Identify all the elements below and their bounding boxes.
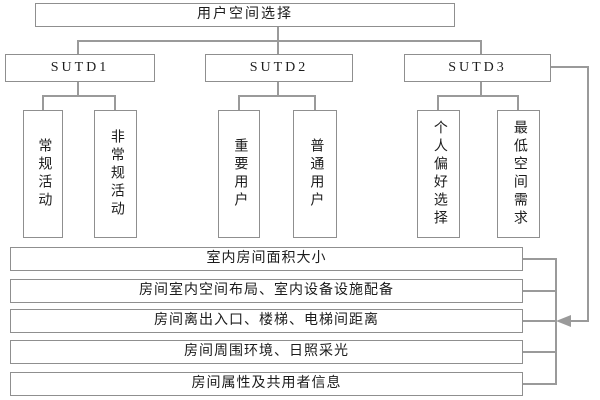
connector-drop-sutd3	[480, 40, 482, 54]
connector-sutd2-bar	[238, 95, 316, 97]
connector-sutd1-bar	[42, 95, 116, 97]
node-irregular-activities: 非常规活动	[94, 110, 137, 238]
connector-sutd3-out	[551, 66, 589, 68]
node-ordinary-users: 普通用户	[293, 110, 337, 238]
connector-sutd1-drop-left	[42, 95, 44, 111]
connector-top-bar	[77, 40, 482, 42]
connector-feedback-horizontal	[571, 320, 588, 322]
node-criteria-room-area: 室内房间面积大小	[10, 247, 523, 271]
arrowhead-left-icon	[556, 315, 571, 327]
node-criteria-layout-facilities: 房间室内空间布局、室内设备设施配备	[10, 279, 523, 303]
node-criteria-distance: 房间离出入口、楼梯、电梯间距离	[10, 309, 523, 333]
node-criteria-environment-daylight: 房间周围环境、日照采光	[10, 340, 523, 364]
node-important-users: 重要用户	[218, 110, 260, 238]
node-sutd1: SUTD1	[5, 54, 155, 82]
connector-criteria1	[523, 258, 557, 260]
node-personal-preference: 个人偏好选择	[417, 110, 460, 238]
connector-criteria4	[523, 351, 557, 353]
connector-sutd3-drop-right	[517, 95, 519, 111]
connector-sutd3-bar	[437, 95, 519, 97]
node-root: 用户空间选择	[35, 3, 455, 27]
connector-sutd2-drop-left	[238, 95, 240, 111]
connector-feedback-vertical	[587, 66, 589, 322]
connector-criteria5	[523, 383, 557, 385]
node-sutd2: SUTD2	[205, 54, 353, 82]
connector-sutd3-stem	[480, 82, 482, 97]
node-sutd3: SUTD3	[404, 54, 551, 82]
node-minimum-space: 最低空间需求	[497, 110, 540, 238]
node-regular-activities: 常规活动	[23, 110, 63, 238]
node-criteria-attributes-cousers: 房间属性及共用者信息	[10, 372, 523, 396]
connector-criteria3	[523, 320, 557, 322]
connector-sutd3-drop-left	[437, 95, 439, 111]
connector-sutd1-stem	[77, 82, 79, 97]
connector-sutd2-drop-right	[314, 95, 316, 111]
connector-criteria2	[523, 290, 557, 292]
connector-sutd2-stem	[277, 82, 279, 97]
connector-drop-sutd1	[77, 40, 79, 54]
connector-sutd1-drop-right	[114, 95, 116, 111]
